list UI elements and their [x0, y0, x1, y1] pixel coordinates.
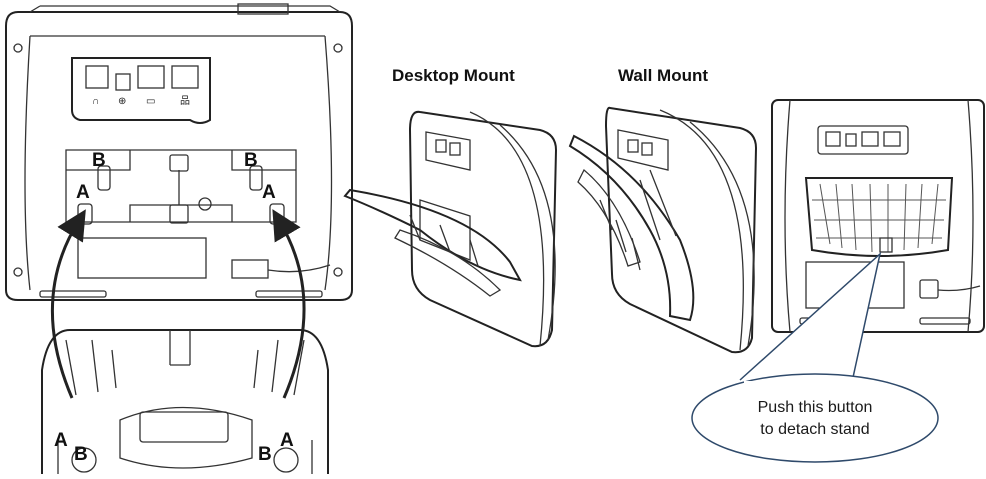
- svg-text:⊕: ⊕: [118, 96, 126, 107]
- svg-text:∩: ∩: [92, 96, 99, 107]
- svg-text:品: 品: [180, 95, 190, 107]
- label-b-left-bottom: B: [74, 444, 88, 465]
- title-desktop-mount: Desktop Mount: [392, 66, 515, 85]
- phone-back-left: ∩ ⊕ ▭ 品: [5, 3, 353, 301]
- label-a-left-top: A: [76, 182, 90, 203]
- label-b-right-top: B: [244, 150, 258, 171]
- title-wall-mount: Wall Mount: [618, 66, 708, 85]
- label-b-left-top: B: [92, 150, 106, 171]
- callout-line-1: Push this button: [758, 399, 873, 416]
- label-b-right-bottom: B: [258, 444, 272, 465]
- label-a-left-bottom: A: [54, 430, 68, 451]
- svg-text:▭: ▭: [146, 96, 155, 107]
- arrow-right: [272, 209, 306, 399]
- wall-mount-phone: [568, 106, 758, 354]
- stand-piece: [41, 329, 329, 474]
- arrow-left: [51, 209, 86, 399]
- desktop-mount-phone: [343, 110, 558, 348]
- label-a-right-top: A: [262, 182, 276, 203]
- callout-line-2: to detach stand: [760, 421, 869, 438]
- phone-back-right: [771, 99, 985, 333]
- callout-bubble: [691, 251, 939, 463]
- label-a-right-bottom: A: [280, 430, 294, 451]
